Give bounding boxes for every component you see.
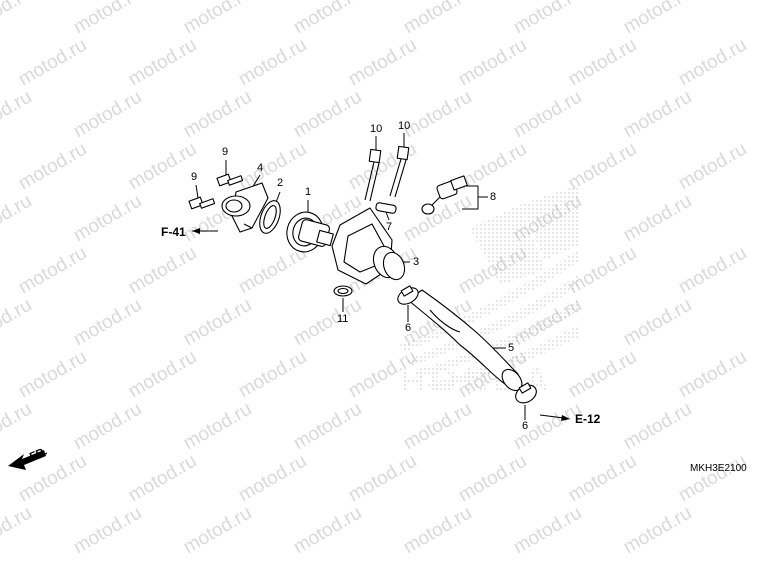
reference-arrowheads [192,228,570,421]
callout-3: 3 [413,256,420,268]
thermostat-1 [286,211,334,253]
callout-9-lower: 9 [191,171,198,183]
callout-10-right: 10 [398,120,411,132]
clamp-6-upper [397,285,419,305]
bolt-9-upper [216,173,244,187]
bolt-10-left [364,148,382,202]
thermostat-housing-3 [331,207,406,285]
sensor-8 [421,175,468,215]
thermostat-cover-4 [221,182,269,233]
callout-11: 11 [337,313,349,325]
gasket-2 [259,200,281,234]
callout-9-upper: 9 [222,146,229,158]
callout-4: 4 [257,162,264,174]
front-arrow [8,450,46,470]
o-ring-11 [333,285,353,297]
reference-right: E-12 [575,412,601,426]
reference-left: F-41 [161,225,186,239]
callout-6-upper: 6 [405,322,412,334]
parts [188,145,537,404]
clamp-6-lower [515,382,537,404]
figure-code: MKH3E2100 [690,463,747,474]
callout-5: 5 [508,342,515,354]
bolt-9-lower [188,196,216,210]
callout-10-left: 10 [370,123,383,135]
bolt-10-right [389,145,410,198]
dowel-7 [375,202,397,214]
callout-6-lower: 6 [522,420,529,432]
callout-1: 1 [305,186,312,198]
callout-8: 8 [490,191,497,203]
callout-2: 2 [277,177,284,189]
hose-5 [407,289,523,392]
callout-7: 7 [386,221,393,233]
